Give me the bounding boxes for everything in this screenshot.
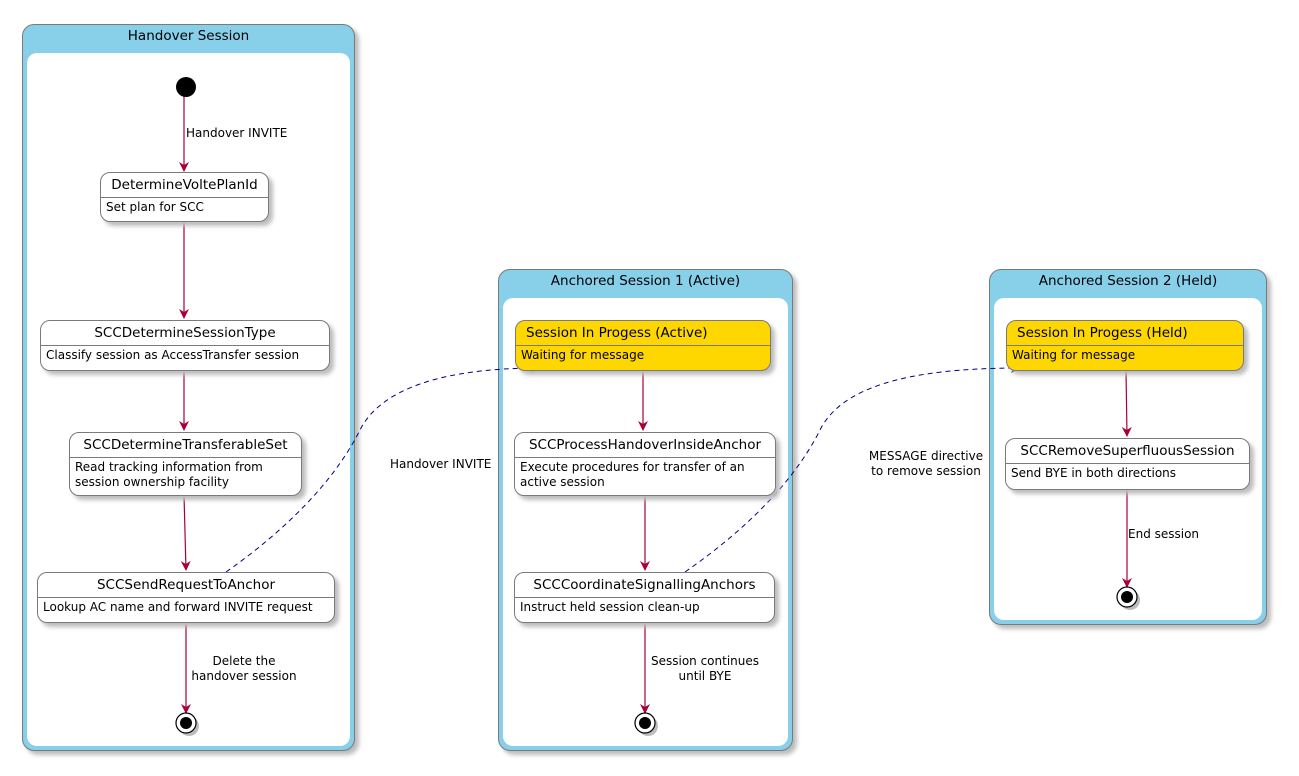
state-scc-send-request-to-anchor: SCCSendRequestToAnchor Lookup AC name an… [37,572,335,623]
state-name: Session In Progess (Held) [1007,321,1243,346]
state-description: Lookup AC name and forward INVITE reques… [43,600,313,614]
state-description: Classify session as AccessTransfer sessi… [46,348,300,362]
state-name: SCCCoordinateSignallingAnchors [515,573,774,598]
state-name: DetermineVoltePlanId [101,173,268,198]
state-name: SCCDetermineSessionType [41,321,329,346]
final-state-anchored-1 [634,712,658,736]
state-session-in-progress-active: Session In Progess (Active) Waiting for … [515,320,771,371]
state-name: SCCDetermineTransferableSet [70,433,301,458]
label-message-directive: MESSAGE directive to remove session [868,449,984,478]
final-state-handover [175,712,199,736]
state-session-in-progress-held: Session In Progess (Held) Waiting for me… [1006,320,1244,371]
final-state-anchored-2 [1116,586,1140,610]
label-handover-invite-cross: Handover INVITE [390,457,492,471]
arrow-held-to-remove [1121,369,1132,437]
label-handover-invite: Handover INVITE [186,126,288,140]
state-description: Set plan for SCC [106,200,204,214]
label-end-session: End session [1128,527,1200,541]
state-name: SCCProcessHandoverInsideAnchor [515,433,775,458]
state-description: Instruct held session clean-up [520,600,700,614]
handover-session-composite: Handover Session [22,24,355,751]
anchored-session-2-title: Anchored Session 2 (Held) [1038,273,1218,289]
anchored-session-1-title: Anchored Session 1 (Active) [550,273,741,289]
label-session-continues: Session continues until BYE [650,654,760,683]
arrow-set-to-send [180,494,191,571]
dashed-send-to-active [225,363,541,573]
state-description: Execute procedures for transfer of an ac… [520,460,745,489]
state-scc-remove-superfluous-session: SCCRemoveSuperfluousSession Send BYE in … [1005,438,1250,490]
state-scc-coordinate-signalling-anchors: SCCCoordinateSignallingAnchors Instruct … [514,572,775,623]
state-name: Session In Progess (Active) [516,321,770,346]
state-name: SCCRemoveSuperfluousSession [1006,439,1249,464]
state-description: Waiting for message [521,348,645,362]
state-description: Waiting for message [1012,348,1136,362]
state-description: Read tracking information from session o… [75,460,263,489]
state-scc-process-handover-inside-anchor: SCCProcessHandoverInsideAnchor Execute p… [514,432,776,496]
label-delete-handover-session: Delete the handover session [191,654,297,683]
initial-state [176,77,196,97]
state-description: Send BYE in both directions [1011,466,1177,480]
handover-session-title: Handover Session [127,28,250,44]
state-name: SCCSendRequestToAnchor [38,573,334,598]
state-determine-volte-plan-id: DetermineVoltePlanId Set plan for SCC [100,172,269,222]
state-scc-determine-session-type: SCCDetermineSessionType Classify session… [40,320,330,371]
state-scc-determine-transferable-set: SCCDetermineTransferableSet Read trackin… [69,432,302,496]
